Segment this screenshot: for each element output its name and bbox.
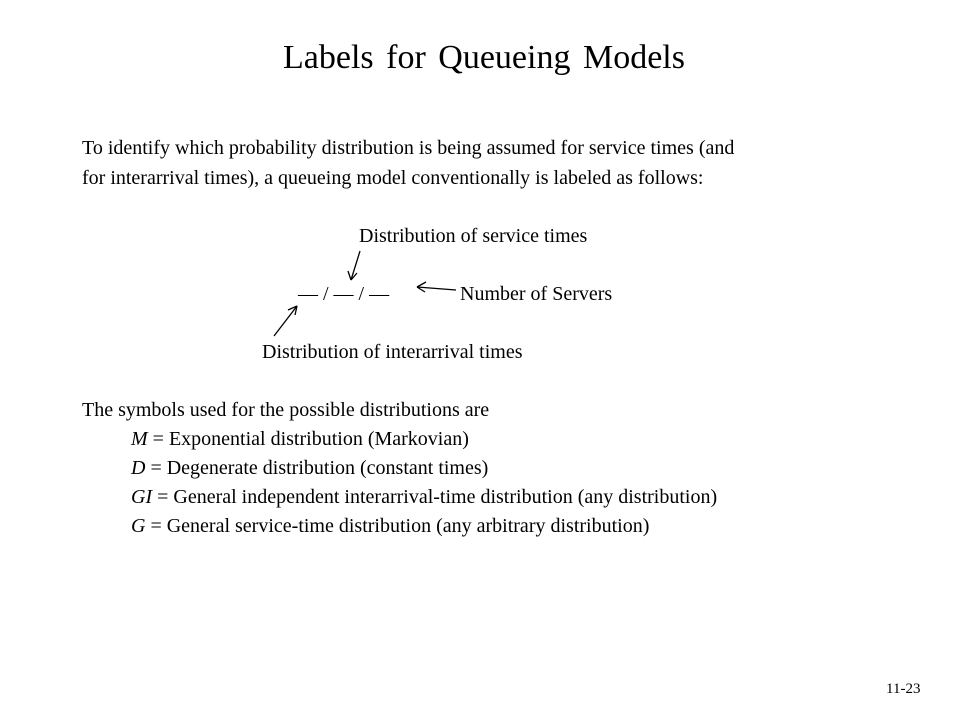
symbol-definition: = General independent interarrival-time … <box>152 486 718 508</box>
interarrival-arrow-icon <box>273 305 298 337</box>
symbol-definition: = Degenerate distribution (constant time… <box>145 457 489 479</box>
symbol-item: G = General service-time distribution (a… <box>131 512 717 541</box>
intro-paragraph: To identify which probability distributi… <box>82 133 882 193</box>
intro-line: for interarrival times), a queueing mode… <box>82 167 704 189</box>
symbol: G <box>131 515 146 537</box>
symbol: GI <box>131 486 153 508</box>
slide-title: Labels for Queueing Models <box>283 39 685 76</box>
symbols-intro: The symbols used for the possible distri… <box>82 399 490 421</box>
symbol-item: M = Exponential distribution (Markovian) <box>131 425 717 454</box>
symbol: M <box>131 428 148 450</box>
symbol-item: D = Degenerate distribution (constant ti… <box>131 454 717 483</box>
service-times-label: Distribution of service times <box>359 225 588 247</box>
page-number: 11-23 <box>886 681 921 697</box>
notation-formula: — / — / — <box>298 283 390 305</box>
symbol-item: GI = General independent interarrival-ti… <box>131 483 717 512</box>
servers-arrow-icon <box>416 281 457 293</box>
interarrival-times-label: Distribution of interarrival times <box>262 341 523 363</box>
symbol: D <box>131 457 146 479</box>
service-arrow-icon <box>347 250 361 281</box>
intro-line: To identify which probability distributi… <box>82 137 735 159</box>
symbol-definition: = General service-time distribution (any… <box>145 515 650 537</box>
symbol-definition: = Exponential distribution (Markovian) <box>147 428 469 450</box>
number-of-servers-label: Number of Servers <box>460 283 613 305</box>
symbol-list: M = Exponential distribution (Markovian)… <box>131 425 717 541</box>
